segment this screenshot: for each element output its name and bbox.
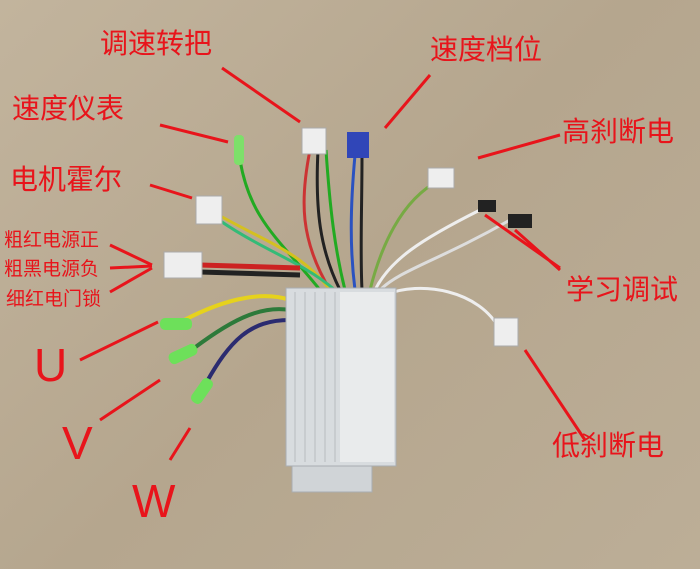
label-throttle: 调速转把 [100,27,213,60]
label-speedometer: 速度仪表 [12,92,125,125]
label-low-brake: 低刹断电 [552,429,665,462]
label-phase-v: V [62,417,93,469]
power-connector [163,251,203,279]
label-thin-red: 细红电门锁 [6,288,102,310]
learn-connector-1 [478,200,496,212]
high-brake-connector [427,167,455,189]
label-learn: 学习调试 [566,273,679,306]
label-high-brake: 高刹断电 [562,115,675,148]
label-thick-black: 粗黑电源负 [4,258,100,280]
speedometer-connector [234,135,244,165]
mounting-bracket [291,465,373,493]
label-phase-u: U [34,339,68,391]
u-terminal [160,318,192,330]
throttle-connector [301,127,327,155]
w-terminal [191,378,213,404]
v-terminal [168,343,198,365]
learn-connector-2 [508,214,532,228]
gear-connector [347,132,369,158]
low-brake-connector [493,317,519,347]
label-phase-w: W [132,475,176,527]
wires [174,149,511,386]
label-thick-red: 粗红电源正 [4,229,100,251]
label-motor-hall: 电机霍尔 [10,163,123,196]
hall-connector [195,195,223,225]
label-speed-gear: 速度档位 [430,33,543,66]
arrows [79,66,587,461]
